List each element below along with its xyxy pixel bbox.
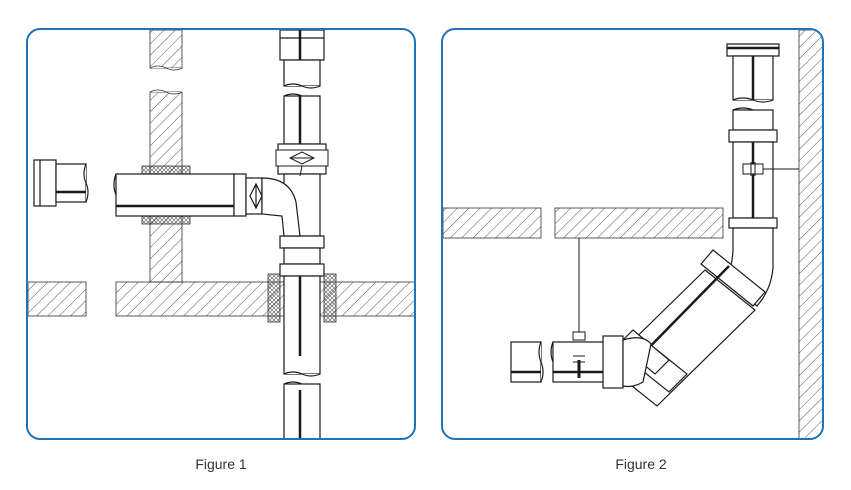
ceiling-slab: [443, 207, 724, 239]
figure-1-drawing: [28, 30, 414, 438]
wall-bracket: [742, 162, 799, 176]
pipe-hanger: [572, 238, 586, 378]
horizontal-pipe: [510, 335, 652, 389]
vertical-pipe: [726, 43, 780, 229]
wall-section: [149, 30, 183, 283]
figure-2-caption: Figure 2: [615, 456, 667, 472]
figure-1-caption: Figure 1: [195, 456, 247, 472]
figure-2-drawing: [443, 30, 822, 438]
floor-slab: [28, 273, 414, 323]
right-wall: [798, 30, 822, 438]
figure-2-panel: [441, 28, 824, 440]
left-pipe-stub: [33, 159, 89, 207]
horizontal-branch-pipe: [113, 173, 301, 237]
figure-1-panel: [26, 28, 416, 440]
stack-clamp: [275, 149, 329, 177]
